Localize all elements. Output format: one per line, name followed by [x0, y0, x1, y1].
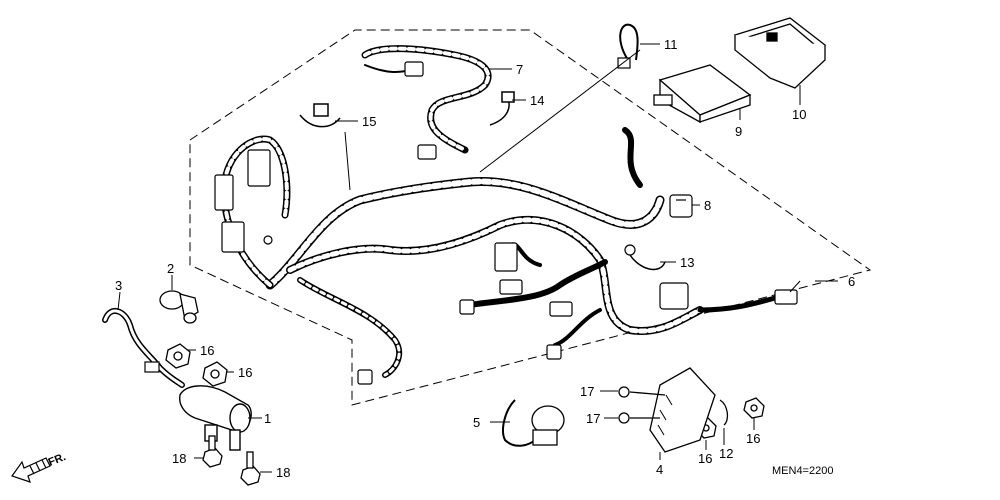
ignition-coil-1 — [178, 385, 252, 451]
band-11 — [617, 23, 639, 69]
front-arrow-icon — [11, 457, 51, 483]
regulator-4 — [618, 367, 729, 453]
callout-13: 13 — [680, 255, 694, 270]
callout-18b: 18 — [276, 465, 290, 480]
callout-12: 12 — [719, 446, 733, 461]
sub-harness-7 — [361, 45, 492, 160]
callout-5: 5 — [473, 415, 480, 430]
callout-15: 15 — [362, 114, 376, 129]
cap-2 — [159, 290, 199, 324]
leader-lines — [117, 43, 838, 473]
callout-7: 7 — [516, 62, 523, 77]
callout-1: 1 — [264, 411, 271, 426]
control-unit-9 — [653, 64, 752, 124]
cover-10 — [733, 17, 827, 89]
callout-6: 6 — [848, 274, 855, 289]
callout-16d: 16 — [746, 431, 760, 446]
front-direction-label: FR. — [47, 451, 68, 469]
plug-cap-5 — [502, 399, 565, 447]
callout-10: 10 — [792, 107, 806, 122]
assembly-boundary — [189, 29, 872, 406]
clamp-15 — [299, 103, 341, 128]
callout-9: 9 — [735, 124, 742, 139]
callout-17a: 17 — [580, 384, 594, 399]
callout-17b: 17 — [586, 411, 600, 426]
clamp-13 — [629, 254, 666, 271]
harness-connectors — [214, 149, 798, 385]
callout-18a: 18 — [172, 451, 186, 466]
diagram-code: MEN4=2200 — [772, 465, 833, 477]
callout-11: 11 — [664, 37, 678, 52]
callout-16a: 16 — [200, 343, 214, 358]
callout-16c: 16 — [698, 451, 712, 466]
lead-wire-3 — [102, 308, 185, 388]
callout-8: 8 — [704, 198, 711, 213]
clamp-14 — [489, 91, 515, 126]
callout-numbers: 1 2 3 4 5 6 7 8 9 10 11 12 13 14 15 16 1… — [115, 37, 855, 480]
callout-4: 4 — [656, 462, 663, 477]
connector-8 — [669, 194, 693, 218]
callout-2: 2 — [167, 261, 174, 276]
front-direction-indicator: FR. — [11, 451, 68, 483]
callout-3: 3 — [115, 278, 122, 293]
bolts-18 — [202, 435, 261, 486]
callout-14: 14 — [530, 93, 544, 108]
callout-16b: 16 — [238, 365, 252, 380]
